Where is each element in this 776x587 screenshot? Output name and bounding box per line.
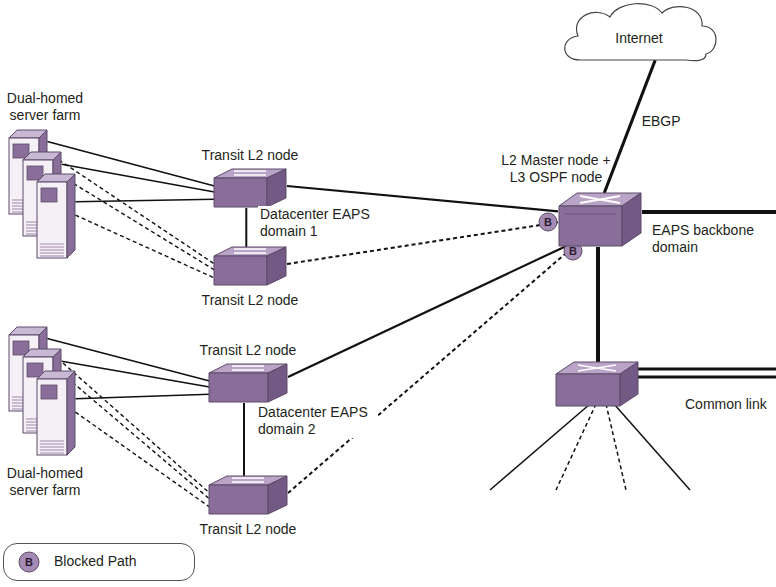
blocked-marker-letter: B — [20, 553, 38, 571]
server-tower — [37, 371, 75, 455]
switch-node: Transit L2 node — [200, 246, 300, 309]
server-farm-icon — [7, 325, 83, 459]
master-switch-node: L2 Master node + L3 OSPF node — [498, 152, 648, 247]
domain-label: Datacenter EAPS domain 1 — [258, 206, 380, 240]
blocked-link — [47, 152, 214, 278]
network-link — [243, 403, 245, 485]
node-label: Transit L2 node — [200, 342, 297, 359]
legend-label: Blocked Path — [52, 553, 139, 570]
switch-node: Transit L2 node — [198, 342, 298, 403]
node-label: Transit L2 node — [202, 292, 299, 309]
server-farm-node: Dual-homed server farm — [0, 90, 95, 262]
switch-icon — [208, 363, 288, 403]
server-farm-icon — [7, 128, 83, 262]
switch-icon — [213, 168, 287, 208]
blocked-marker-letter: B — [564, 242, 582, 260]
router-switch-icon — [558, 192, 642, 247]
node-label: Dual-homed server farm — [0, 465, 95, 499]
node-label: Dual-homed server farm — [0, 90, 95, 124]
node-label: L2 Master node + L3 OSPF node — [498, 152, 614, 186]
switch-icon — [208, 475, 288, 515]
link-label: EBGP — [640, 113, 683, 130]
node-label: Transit L2 node — [200, 521, 297, 538]
blocked-marker-letter: B — [539, 213, 557, 231]
router-switch-icon — [556, 362, 638, 406]
node-label: Transit L2 node — [202, 147, 299, 164]
server-tower — [37, 174, 75, 258]
switch-icon — [213, 246, 287, 286]
domain-label: Datacenter EAPS domain 2 — [256, 404, 378, 438]
legend-box: B Blocked Path — [3, 543, 195, 581]
cloud-node: Internet — [558, 0, 720, 62]
network-link — [288, 246, 566, 377]
link-label: Common link — [683, 396, 769, 413]
server-farm-node: Dual-homed server farm — [0, 325, 95, 499]
domain-label: EAPS backbone domain — [650, 222, 774, 256]
node-label: Internet — [615, 30, 662, 47]
backbone-links — [490, 212, 776, 490]
switch-node: Transit L2 node — [198, 475, 298, 538]
switch-node: Transit L2 node — [200, 147, 300, 208]
